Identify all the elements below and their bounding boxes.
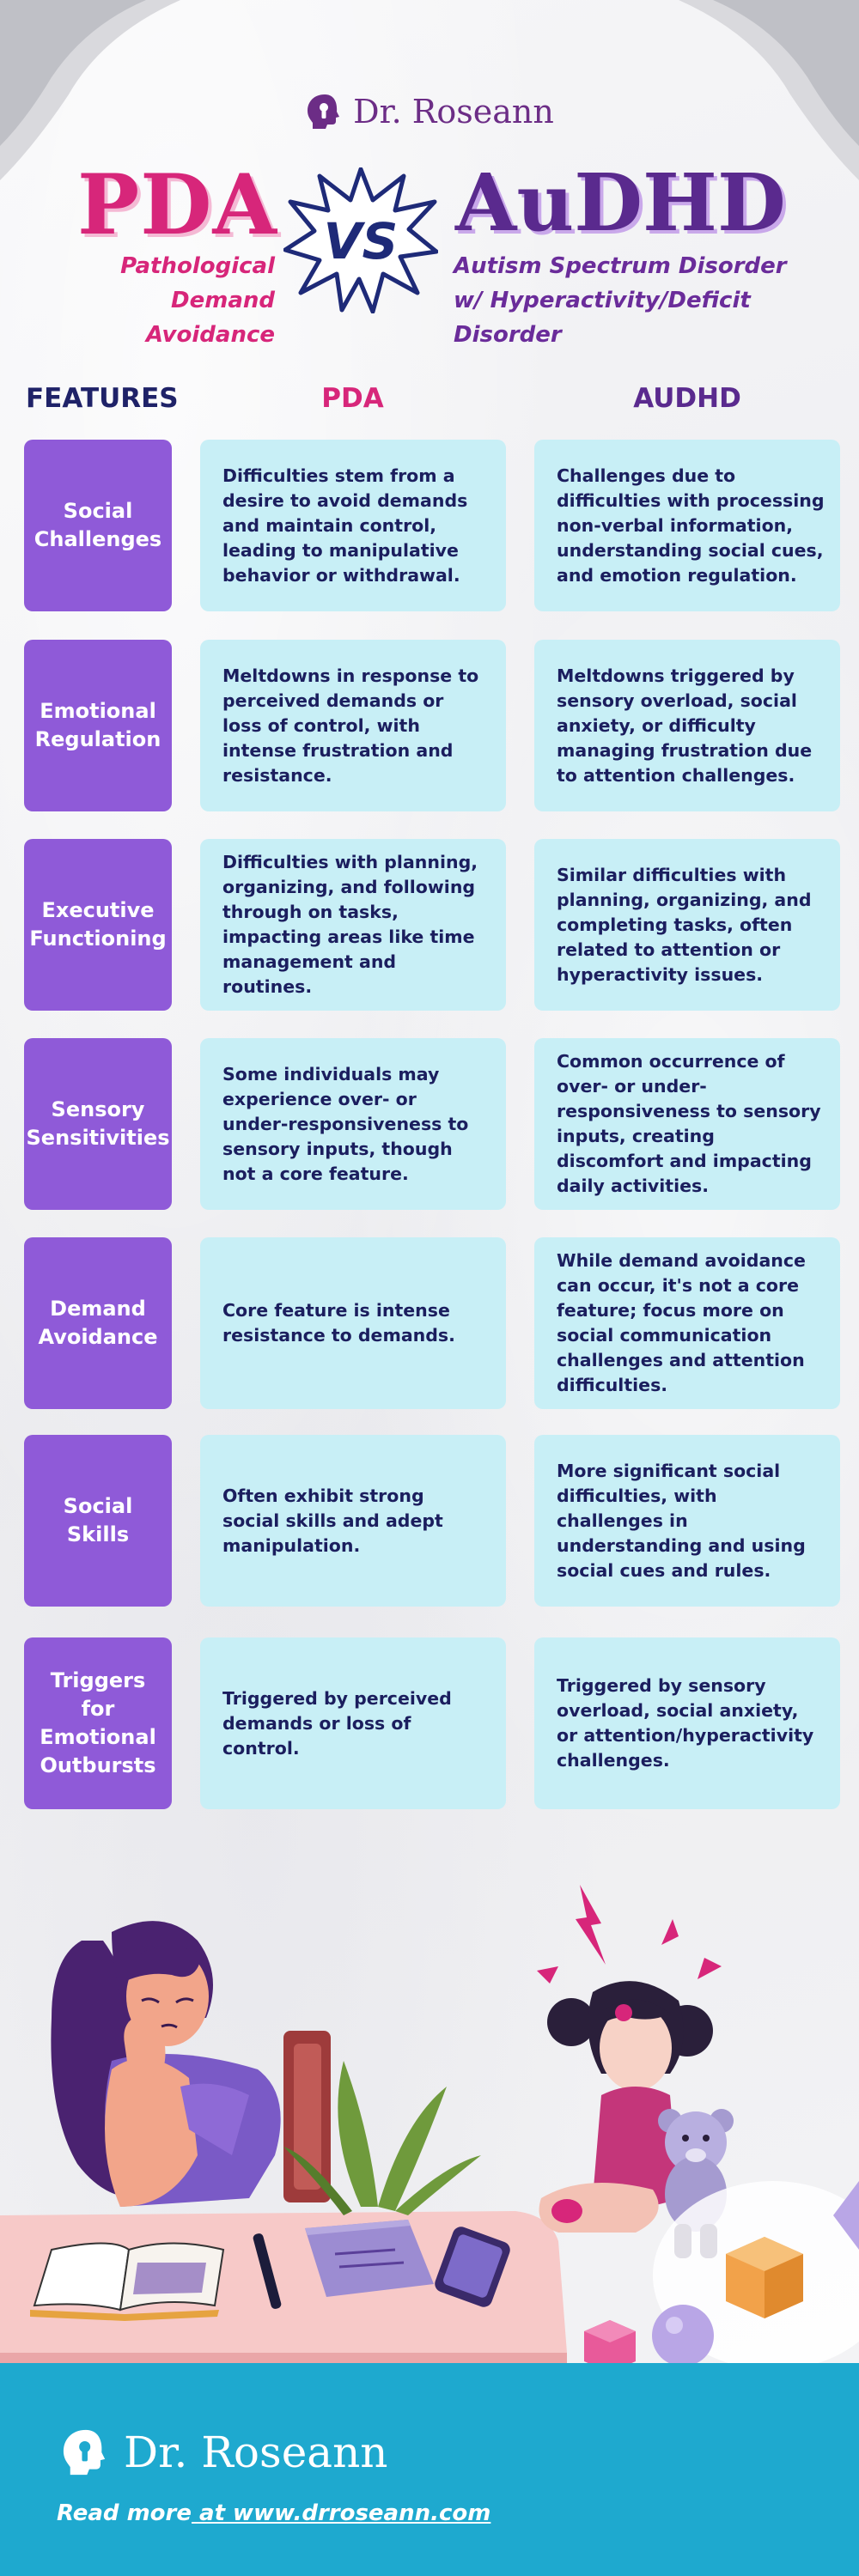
audhd-subtitle-line: w/ Hyperactivity/Deficit Disorder (454, 288, 751, 348)
comparison-row: Social Challenges Difficulties stem from… (0, 440, 859, 611)
pda-cell: Core feature is intense resistance to de… (200, 1237, 506, 1409)
feature-label: Executive Functioning (24, 839, 172, 1011)
feature-label: Emotional Regulation (24, 640, 172, 811)
pda-column-header: PDA (321, 383, 384, 414)
brand-logo-footer[interactable]: Dr. Roseann (60, 2427, 388, 2477)
pda-cell: Some individuals may experience over- or… (200, 1038, 506, 1210)
toy-block-illustration (584, 2320, 636, 2370)
pda-subtitle-line: Demand Avoidance (145, 288, 275, 348)
page-curl-decoration (0, 0, 180, 180)
audhd-cell: Triggered by sensory overload, social an… (534, 1637, 840, 1809)
features-column-header: FEATURES (26, 383, 179, 414)
head-keyhole-icon (308, 94, 340, 129)
audhd-cell: Similar difficulties with planning, orga… (534, 839, 840, 1011)
audhd-cell: Meltdowns triggered by sensory overload,… (534, 640, 840, 811)
pda-cell: Often exhibit strong social skills and a… (200, 1435, 506, 1607)
comparison-row: Demand Avoidance Core feature is intense… (0, 1237, 859, 1409)
page-curl-decoration (679, 0, 859, 180)
notebook-illustration (305, 2220, 434, 2297)
audhd-column-header: AUDHD (633, 383, 741, 414)
read-more-link[interactable]: Read more at www.drroseann.com (57, 2500, 490, 2526)
audhd-cell: Common occurrence of over- or under-resp… (534, 1038, 840, 1210)
pen-illustration (253, 2233, 282, 2309)
toy-triangle-illustration (833, 2181, 859, 2250)
feature-label: Social Challenges (24, 440, 172, 611)
comparison-row: Social Skills Often exhibit strong socia… (0, 1435, 859, 1607)
comparison-row: Emotional Regulation Meltdowns in respon… (0, 640, 859, 811)
feature-label: Demand Avoidance (24, 1237, 172, 1409)
audhd-cell: Challenges due to difficulties with proc… (534, 440, 840, 611)
toy-block-illustration (726, 2237, 803, 2318)
read-more-label: Read more (57, 2500, 192, 2526)
feature-label: Social Skills (24, 1435, 172, 1607)
comparison-row: Triggers for Emotional Outbursts Trigger… (0, 1637, 859, 1809)
feature-label: Triggers for Emotional Outbursts (24, 1637, 172, 1809)
pda-cell: Difficulties stem from a desire to avoid… (200, 440, 506, 611)
audhd-cell: More significant social difficulties, wi… (534, 1435, 840, 1607)
pda-title: PDA (77, 156, 277, 253)
vs-label: VS (324, 212, 399, 270)
brand-name: Dr. Roseann (353, 93, 554, 131)
plant-illustration (283, 2061, 481, 2215)
head-keyhole-icon (63, 2429, 106, 2476)
audhd-title: AuDHD (455, 156, 786, 249)
audhd-subtitle: Autism Spectrum Disorder w/ Hyperactivit… (454, 249, 857, 352)
pda-cell: Triggered by perceived demands or loss o… (200, 1637, 506, 1809)
pda-subtitle-line: Pathological (120, 253, 275, 279)
brand-logo-top[interactable]: Dr. Roseann (0, 93, 859, 131)
illustration-scene (0, 1885, 859, 2370)
website-url[interactable]: at www.drroseann.com (191, 2500, 491, 2526)
lightning-bolt-icon (537, 1885, 722, 1984)
brand-name: Dr. Roseann (124, 2427, 388, 2477)
audhd-subtitle-line: Autism Spectrum Disorder (454, 253, 787, 279)
woman-illustration (51, 1921, 281, 2207)
girl-illustration (539, 1981, 713, 2233)
toy-ball-illustration (652, 2305, 714, 2366)
pda-cell: Difficulties with planning, organizing, … (200, 839, 506, 1011)
pda-subtitle: Pathological Demand Avoidance (34, 249, 275, 352)
comparison-row: Sensory Sensitivities Some individuals m… (0, 1038, 859, 1210)
vs-burst-badge: VS (283, 167, 438, 313)
open-book-illustration (30, 2242, 225, 2321)
audhd-cell: While demand avoidance can occur, it's n… (534, 1237, 840, 1409)
pda-cell: Meltdowns in response to perceived deman… (200, 640, 506, 811)
footer: Dr. Roseann Read more at www.drroseann.c… (0, 2363, 859, 2576)
phone-illustration (435, 2227, 510, 2307)
comparison-row: Executive Functioning Difficulties with … (0, 839, 859, 1011)
feature-label: Sensory Sensitivities (24, 1038, 172, 1210)
